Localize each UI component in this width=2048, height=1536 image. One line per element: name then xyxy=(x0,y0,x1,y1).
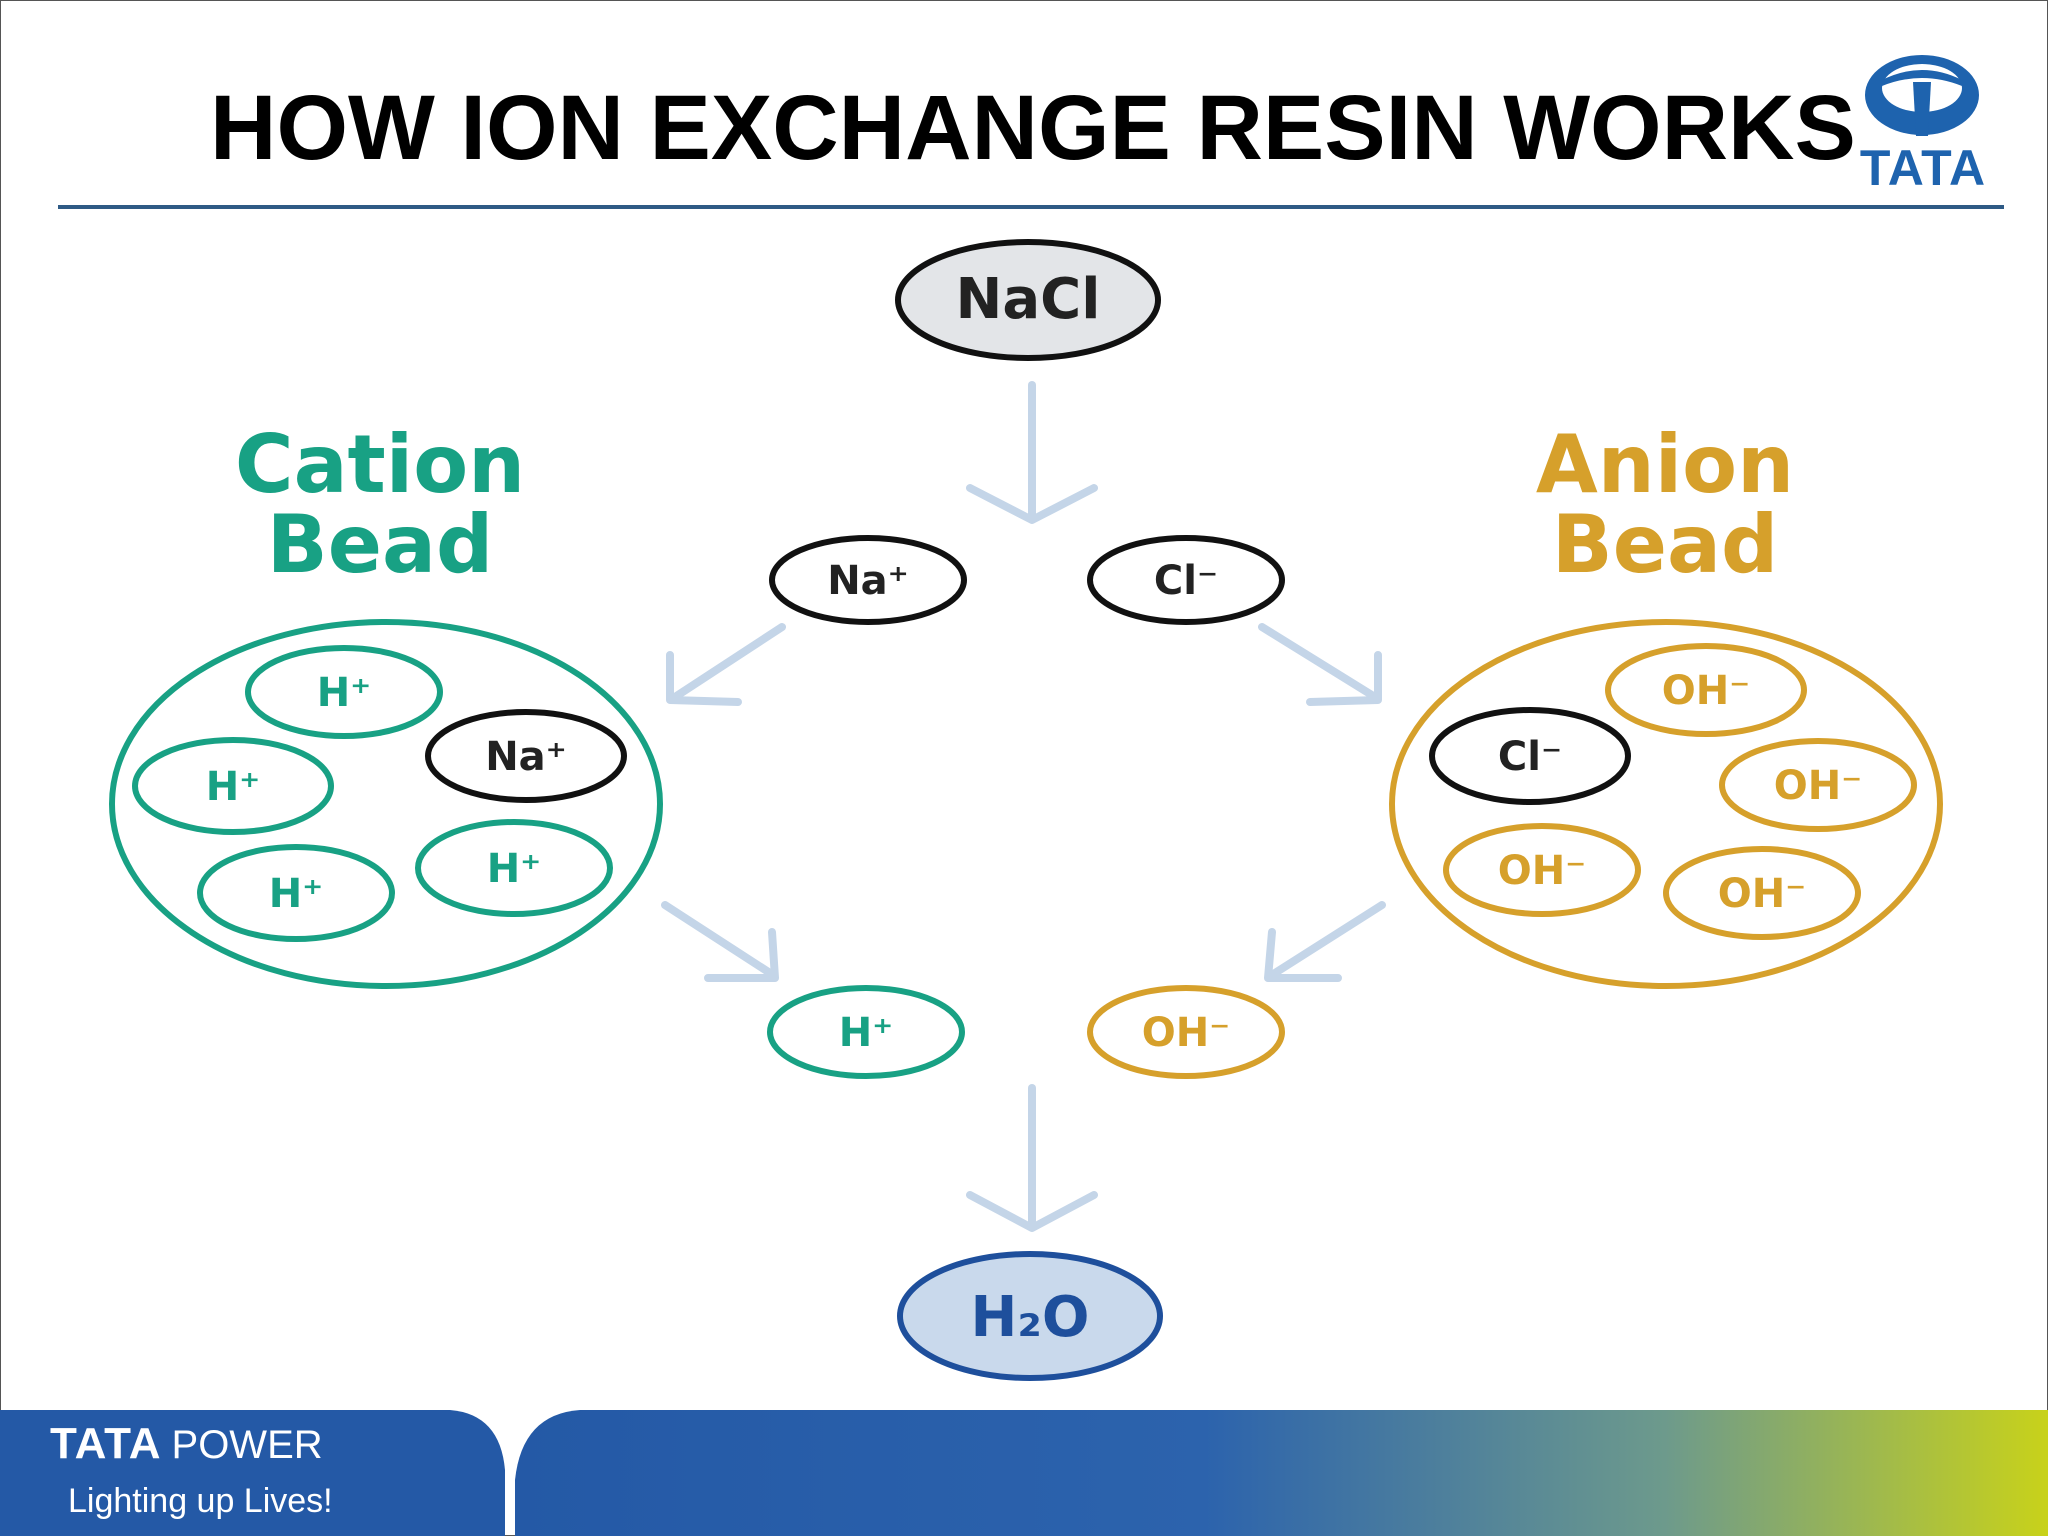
cl-ion-node: Cl⁻ xyxy=(1087,535,1285,625)
na-ion-node: Na⁺ xyxy=(769,535,967,625)
na-ion-label: Na⁺ xyxy=(827,558,909,604)
cation-bead-ion-exchanged: Na⁺ xyxy=(425,709,627,803)
released-oh-label: OH⁻ xyxy=(1142,1010,1231,1056)
cation-label-line2: Bead xyxy=(267,498,493,591)
cation-ion-label: H⁺ xyxy=(317,670,372,716)
released-oh-node: OH⁻ xyxy=(1087,985,1285,1079)
nacl-label: NaCl xyxy=(956,267,1101,332)
flow-arrows xyxy=(661,381,1386,1232)
anion-ion-label: OH⁻ xyxy=(1662,668,1751,714)
anion-ion-label: OH⁻ xyxy=(1774,763,1863,809)
anion-ion-label: OH⁻ xyxy=(1718,871,1807,917)
anion-bead-ion-exchanged: Cl⁻ xyxy=(1429,707,1631,805)
cation-bead-ion: H⁺ xyxy=(245,645,443,739)
anion-label-line2: Bead xyxy=(1552,498,1778,591)
arrow-cl-to-anion xyxy=(1258,623,1382,706)
footer-brand-power: POWER xyxy=(171,1423,323,1467)
released-h-label: H⁺ xyxy=(839,1010,894,1056)
footer-brand-tata: TATA xyxy=(50,1419,162,1468)
cation-ion-label: H⁺ xyxy=(269,871,324,917)
cation-label-line1: Cation xyxy=(235,418,525,511)
anion-ion-label: Cl⁻ xyxy=(1498,734,1562,780)
ion-exchange-diagram: NaCl Na⁺ Cl⁻ Cation Bead Anion Bead H⁺ H… xyxy=(109,239,1943,1381)
cation-ion-label: H⁺ xyxy=(206,764,261,810)
water-label: H₂O xyxy=(971,1285,1090,1350)
tata-logo-icon xyxy=(1865,55,1979,136)
anion-bead-ion: OH⁻ xyxy=(1663,846,1861,940)
anion-ion-label: OH⁻ xyxy=(1498,848,1587,894)
anion-bead: OH⁻ Cl⁻ OH⁻ OH⁻ OH⁻ xyxy=(1389,619,1943,989)
tata-logo-wordmark: TATA xyxy=(1859,140,1987,196)
cation-ion-label: H⁺ xyxy=(487,846,542,892)
anion-bead-ion: OH⁻ xyxy=(1605,643,1807,737)
footer-tagline: Lighting up Lives! xyxy=(68,1482,333,1520)
arrow-cation-to-h xyxy=(661,901,779,982)
cation-bead-ion: H⁺ xyxy=(132,737,334,835)
cation-ion-label: Na⁺ xyxy=(485,734,567,780)
arrow-anion-to-oh xyxy=(1264,901,1386,982)
cl-ion-label: Cl⁻ xyxy=(1154,558,1218,604)
anion-label-line1: Anion xyxy=(1536,418,1794,511)
slide-title: HOW ION EXCHANGE RESIN WORKS xyxy=(210,77,1856,179)
anion-bead-ion: OH⁻ xyxy=(1719,738,1917,832)
arrow-to-water xyxy=(966,1084,1098,1232)
cation-bead: H⁺ H⁺ Na⁺ H⁺ H⁺ xyxy=(109,619,663,989)
arrow-nacl-down xyxy=(966,381,1098,524)
cation-bead-ion: H⁺ xyxy=(197,844,395,942)
water-node: H₂O xyxy=(897,1251,1163,1381)
arrow-na-to-cation xyxy=(666,623,786,706)
anion-bead-ion: OH⁻ xyxy=(1443,823,1641,917)
title-divider xyxy=(58,205,2004,209)
nacl-node: NaCl xyxy=(895,239,1161,361)
footer-band xyxy=(0,1410,2048,1536)
released-h-node: H⁺ xyxy=(767,985,965,1079)
cation-bead-ion: H⁺ xyxy=(415,819,613,917)
